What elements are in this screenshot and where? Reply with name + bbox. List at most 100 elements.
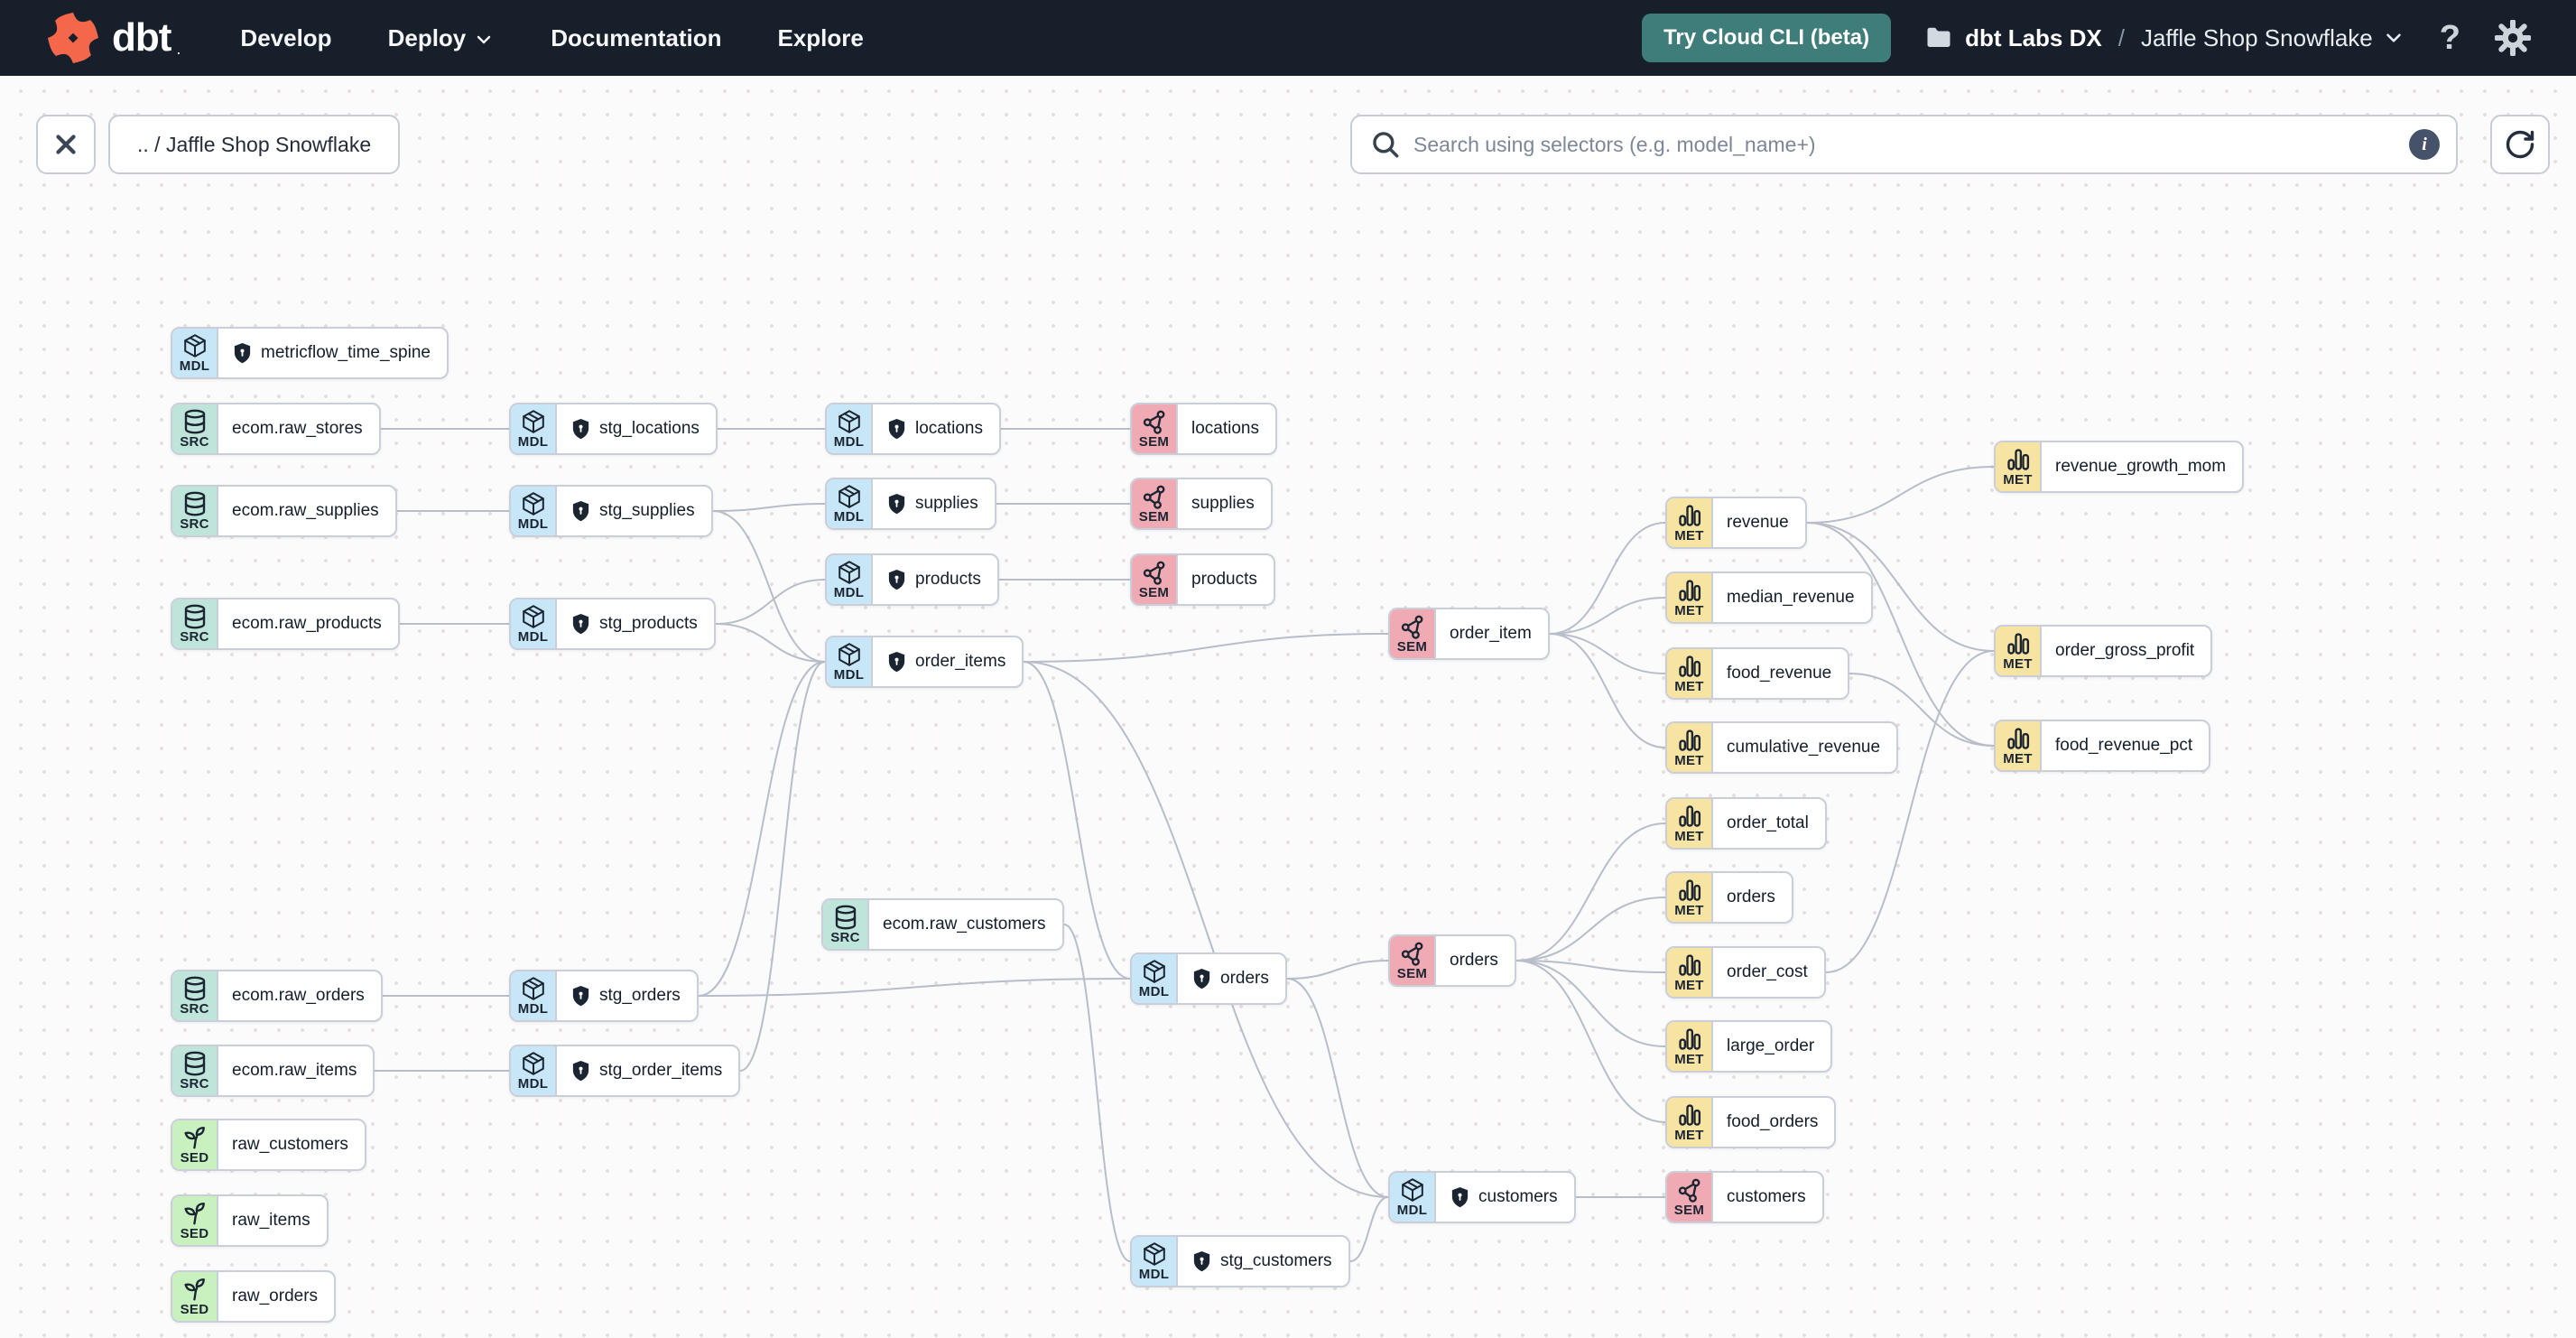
node-type-label: MET <box>1674 603 1704 618</box>
search-input[interactable] <box>1413 132 2396 157</box>
lineage-breadcrumb[interactable]: .. / Jaffle Shop Snowflake <box>108 115 401 174</box>
graph-node-raw_products[interactable]: SRC ecom.raw_products <box>171 598 400 650</box>
nav-deploy[interactable]: Deploy <box>388 24 496 52</box>
node-label: ecom.raw_stores <box>232 419 363 438</box>
selector-search: i <box>1350 115 2458 174</box>
node-type-label: MET <box>2003 656 2033 672</box>
model-icon <box>183 334 206 358</box>
nav-develop[interactable]: Develop <box>240 23 332 51</box>
source-icon <box>184 604 205 629</box>
main-nav: Develop Deploy Documentation Explore <box>240 24 863 52</box>
node-type-label: MDL <box>833 585 865 600</box>
node-type-badge: MET <box>1667 1022 1713 1071</box>
node-body: food_orders <box>1713 1098 1834 1147</box>
model-icon <box>838 643 860 666</box>
metric-icon <box>2006 728 2029 749</box>
node-type-label: MET <box>2003 472 2033 488</box>
settings-gear-icon[interactable] <box>2495 20 2531 56</box>
node-type-badge: SEM <box>1390 609 1436 658</box>
close-lineage-button[interactable] <box>36 115 96 174</box>
nav-explore[interactable]: Explore <box>777 23 864 51</box>
lineage-edge <box>1023 661 1389 1198</box>
metric-icon <box>1678 1028 1700 1050</box>
node-type-badge: MET <box>1996 442 2042 491</box>
lineage-edge <box>1806 522 1995 747</box>
node-type-badge: SRC <box>172 487 218 535</box>
lineage-edge <box>1806 466 1995 524</box>
node-type-badge: MET <box>1667 1098 1713 1147</box>
node-body: stg_orders <box>557 971 697 1020</box>
help-icon[interactable]: ? <box>2439 19 2460 57</box>
info-icon[interactable]: i <box>2409 129 2440 160</box>
project-selector[interactable]: dbt Labs DX / Jaffle Shop Snowflake <box>1925 24 2405 52</box>
refresh-button[interactable] <box>2490 115 2550 174</box>
source-icon <box>184 976 205 1001</box>
lineage-edge <box>1549 633 1666 748</box>
node-label: ecom.raw_products <box>232 614 382 633</box>
node-body: ecom.raw_customers <box>869 900 1062 949</box>
node-label: order_gross_profit <box>2055 641 2195 660</box>
node-type-badge: SED <box>172 1196 218 1245</box>
model-icon <box>1143 1242 1165 1266</box>
node-body: ecom.raw_orders <box>218 971 381 1020</box>
node-body: products <box>873 555 997 604</box>
nav-documentation[interactable]: Documentation <box>551 23 722 51</box>
metric-icon <box>2006 449 2029 470</box>
node-label: supplies <box>1191 494 1255 513</box>
lineage-edge <box>739 661 826 1072</box>
shield-icon <box>1193 968 1210 989</box>
node-label: stg_supplies <box>599 501 695 520</box>
semantic-model-icon <box>1143 561 1164 585</box>
node-body: stg_products <box>557 599 714 648</box>
dbt-logo[interactable]: dbt . <box>47 12 181 64</box>
graph-node-m_order_gross_profit[interactable]: MET order_gross_profit <box>1994 625 2213 677</box>
node-type-badge: SRC <box>172 599 218 648</box>
try-cloud-cli-button[interactable]: Try Cloud CLI (beta) <box>1642 14 1892 62</box>
model-icon <box>522 492 544 516</box>
node-label: order_total <box>1727 813 1809 832</box>
node-type-label: MET <box>1674 903 1704 918</box>
graph-node-products[interactable]: MDL products <box>825 553 999 606</box>
node-label: stg_customers <box>1220 1251 1332 1270</box>
metric-icon <box>1678 505 1700 526</box>
node-type-badge: SED <box>172 1120 218 1169</box>
